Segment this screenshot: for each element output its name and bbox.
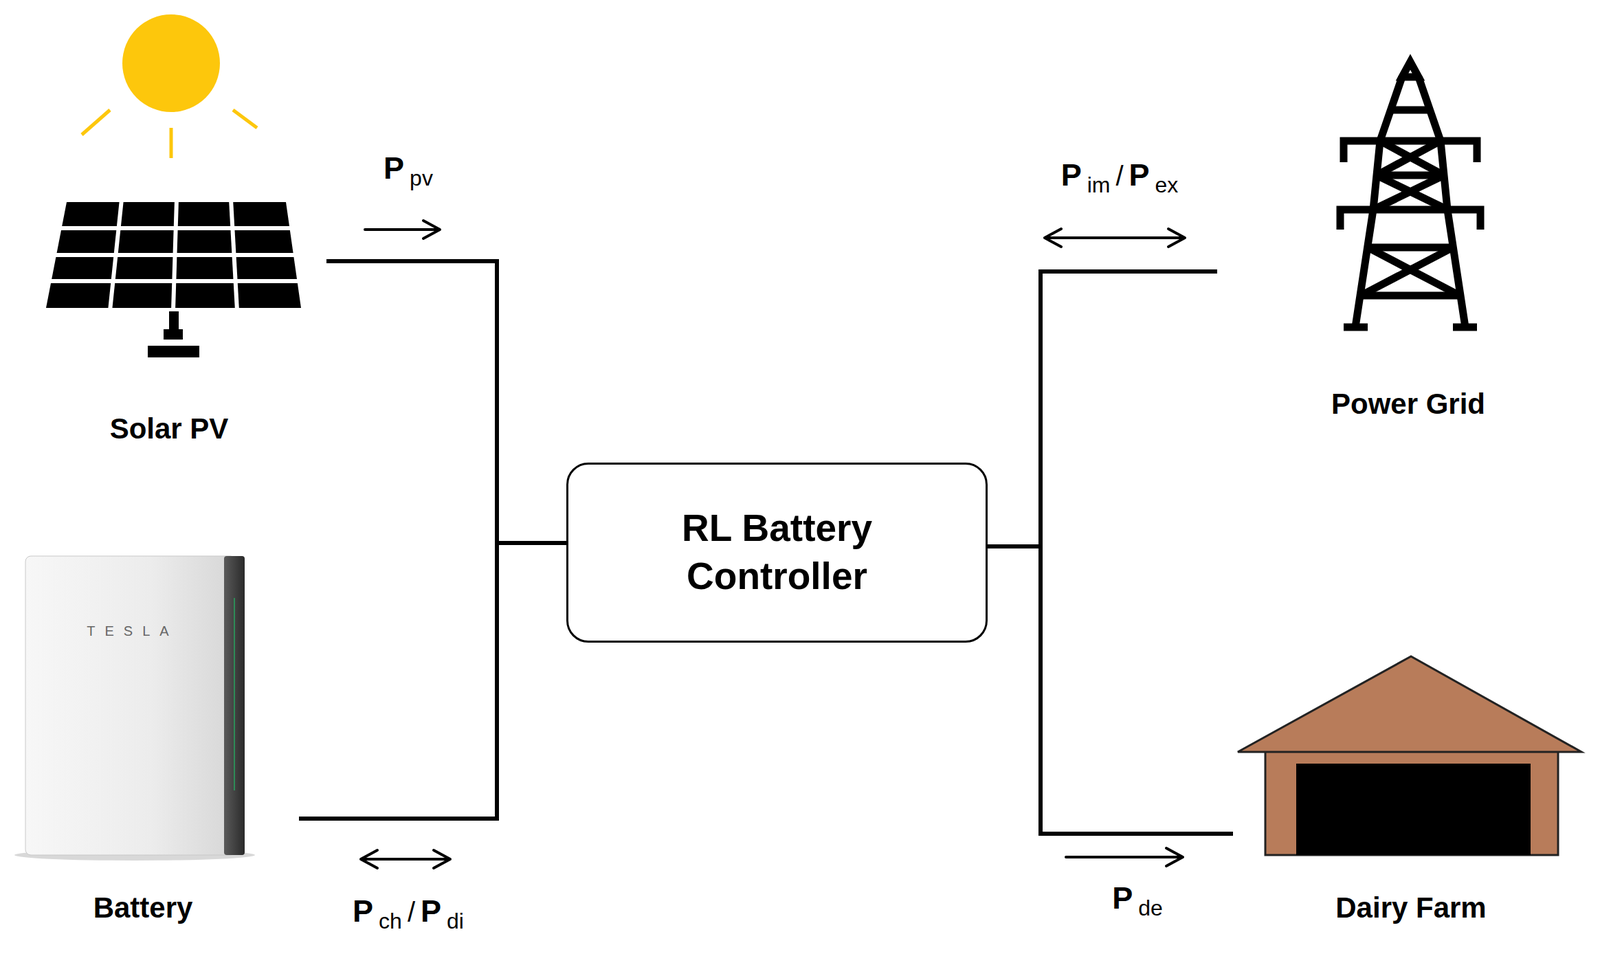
subscript-text: di [446,908,464,934]
pv-power-label: Ppv [383,149,433,187]
subscript-text: ch [378,908,403,934]
symbol-text: P [1061,157,1082,193]
subscript-text: im [1087,172,1111,198]
separator-text: / [1115,160,1124,192]
solar-node: Solar PV [34,13,327,454]
solar-panel-icon [41,199,306,358]
power-tower-icon [1340,61,1481,328]
symbol-text: P [352,893,374,929]
power-line [987,546,1233,834]
node-label: Power Grid [1331,386,1486,422]
box-text: RL Battery Controller [626,504,929,601]
node-label: Battery [93,890,194,926]
grid-power-label: Pim/Pex [1061,156,1179,194]
brand-label: TESLA [86,622,179,640]
controller-box: RL Battery Controller [566,462,988,643]
demand-power-label: Pde [1112,879,1163,917]
brand-text: TESLA [86,623,179,639]
symbol-text: P [383,150,405,186]
subscript-text: pv [409,165,433,191]
battery-node: Battery [20,542,299,935]
node-label: Solar PV [109,411,229,447]
symbol-text: P [1112,880,1133,916]
grid-node: Power Grid [1217,54,1592,440]
node-label: Dairy Farm [1335,890,1486,926]
power-line [987,271,1218,547]
farm-node: Dairy Farm [1232,646,1592,935]
power-line [326,261,567,543]
power-arrows [360,220,1185,869]
symbol-text: P [1129,157,1150,193]
subscript-text: de [1138,895,1163,921]
subscript-text: ex [1155,172,1179,198]
battery-icon [14,556,255,861]
symbol-text: P [420,893,442,929]
sun-icon [81,14,258,159]
battery-power-label: Pch/Pdi [352,892,464,930]
power-line [298,542,567,819]
barn-icon [1237,656,1582,855]
separator-text: / [407,896,416,928]
